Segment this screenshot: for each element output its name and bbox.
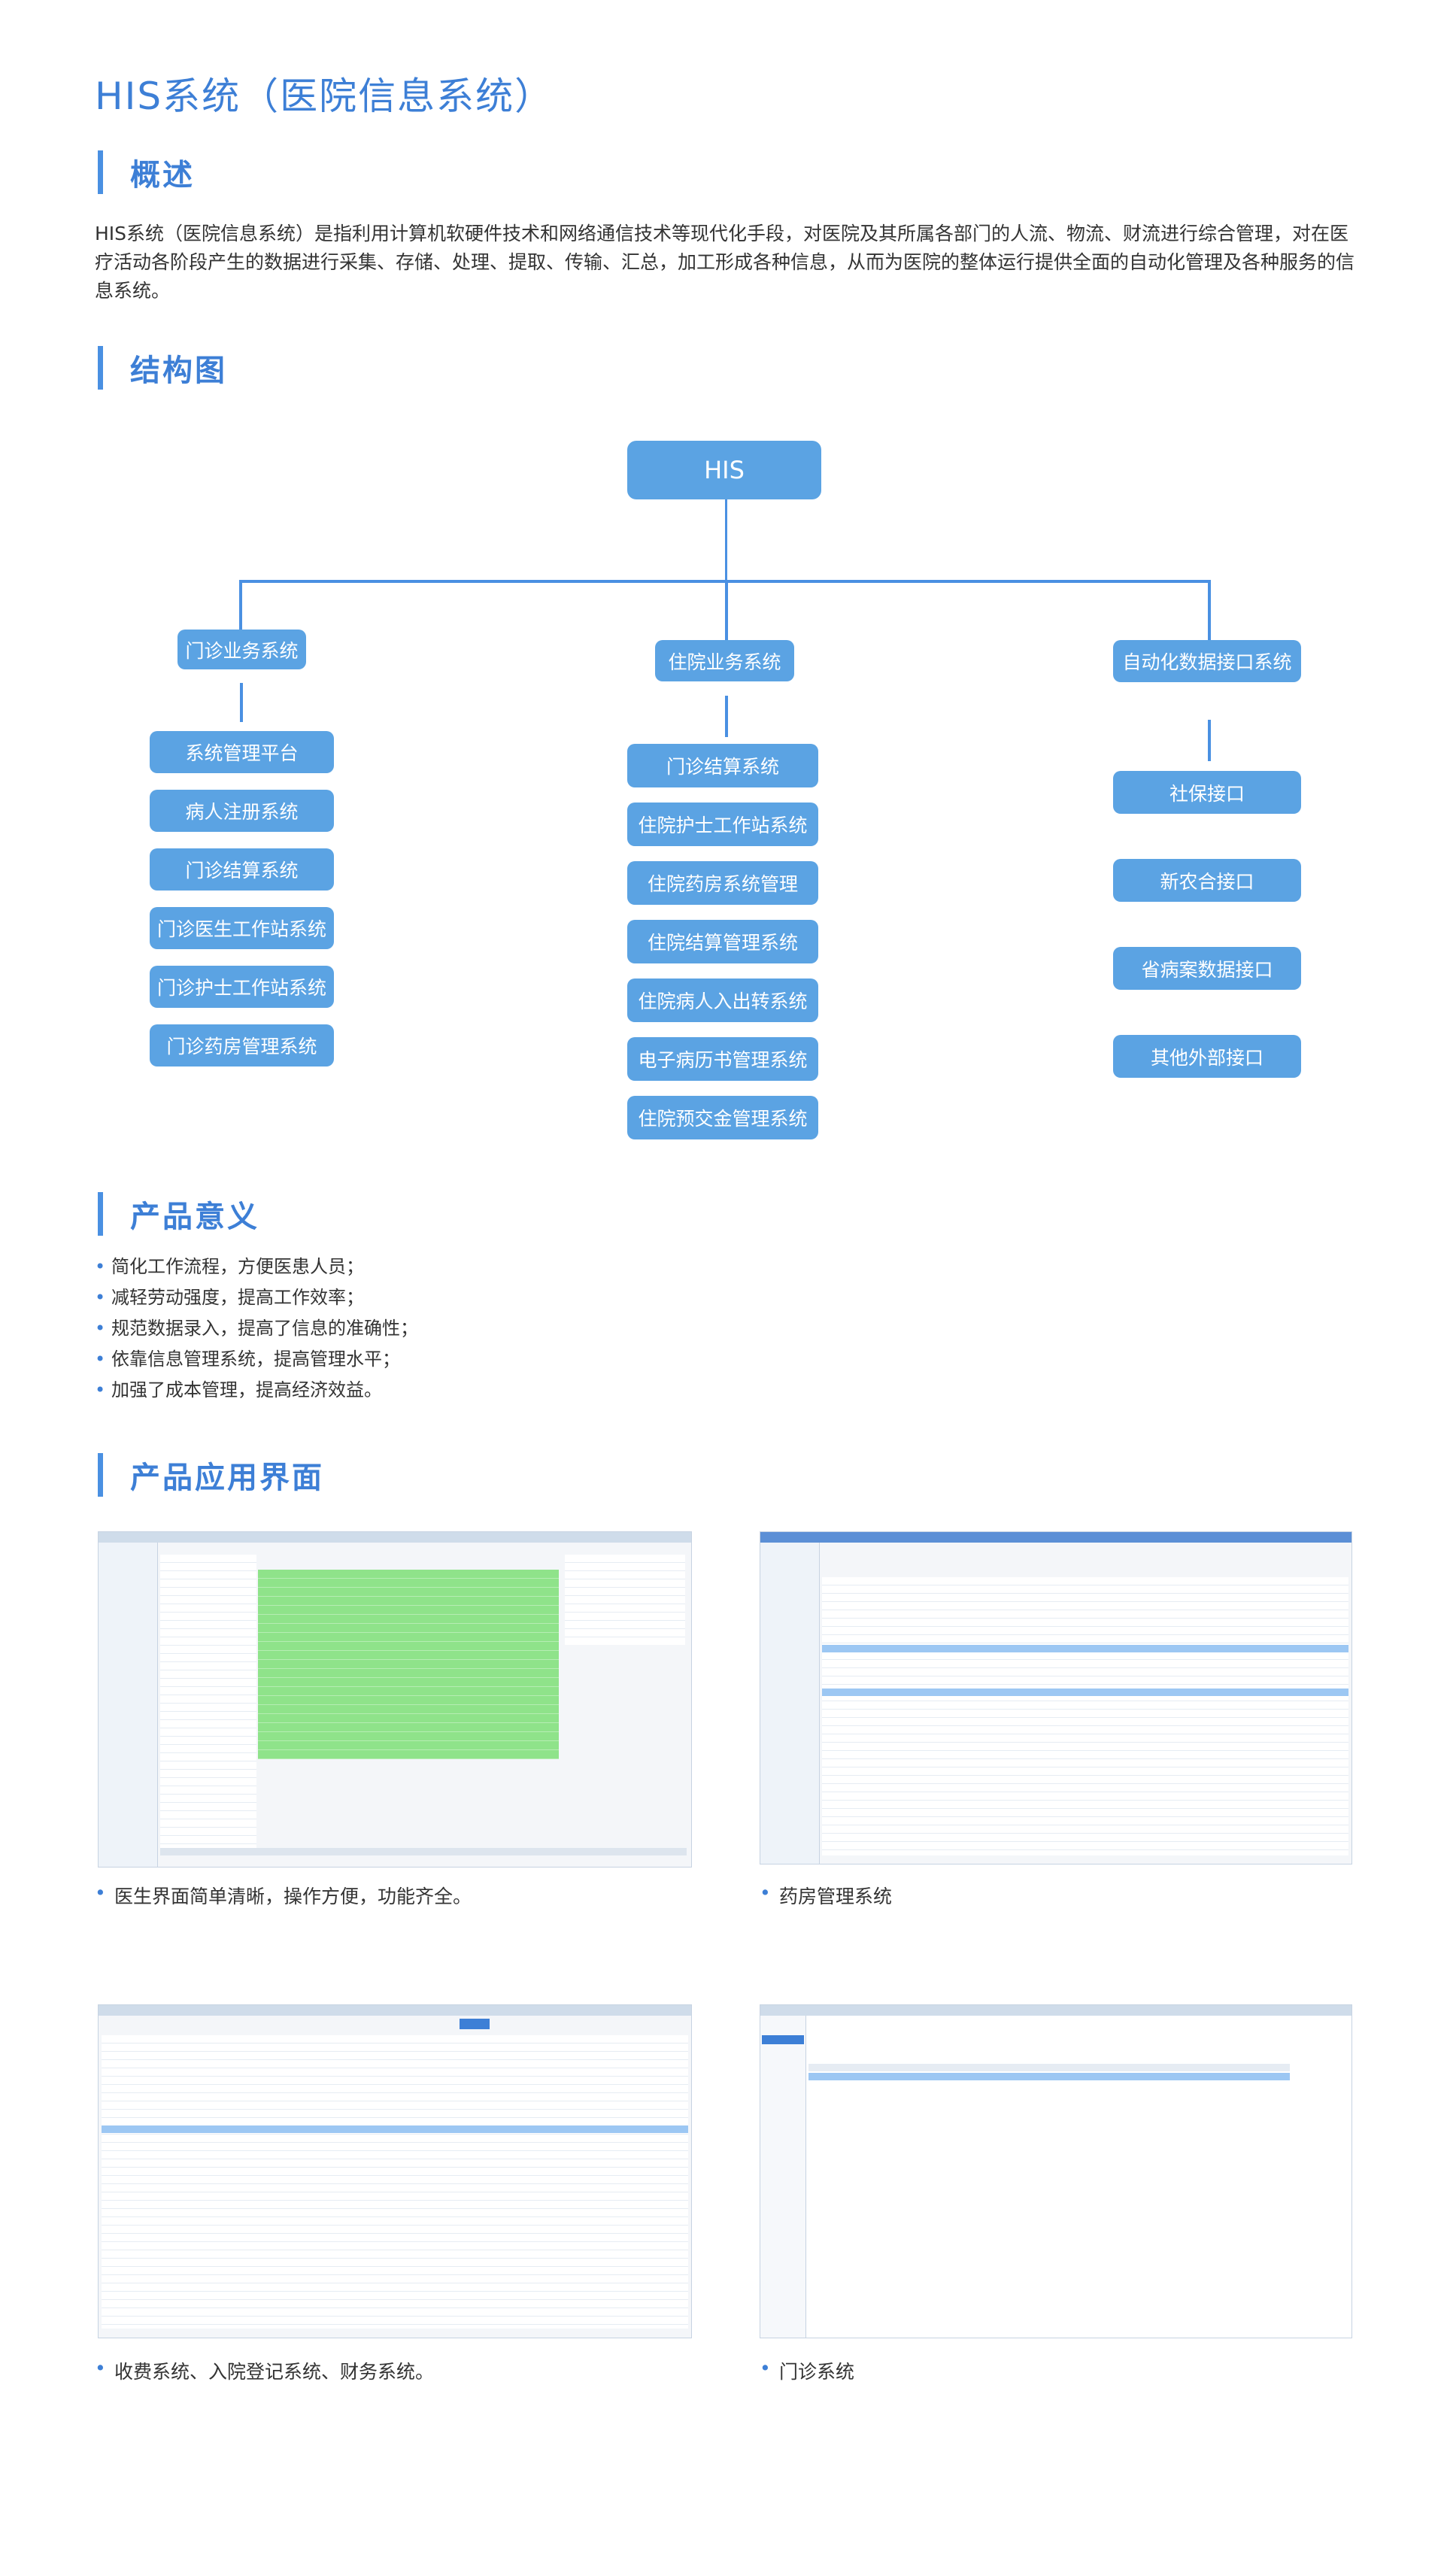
list-item: 减轻劳动强度，提高工作效率； [95,1282,418,1313]
table-header [808,2064,1290,2071]
screenshot-doctor [98,1531,692,1868]
connector-line [725,580,728,643]
node-inpatient-nurse: 住院护士工作站系统 [627,803,818,846]
section-bar [98,346,103,390]
section-bar [98,1453,103,1497]
window-sidebar [760,2016,806,2338]
query-button [460,2019,490,2029]
list-item: 依靠信息管理系统，提高管理水平； [95,1344,418,1375]
section-title: 产品应用界面 [130,1461,324,1495]
node-admission-transfer: 住院病人入出转系统 [627,979,818,1022]
branch-interface: 自动化数据接口系统 [1113,640,1301,682]
section-bar [98,150,103,194]
selected-row [822,1645,1348,1652]
node-outpatient-doctor: 门诊医生工作站系统 [150,907,334,949]
highlighted-grid [258,1570,559,1759]
branch-inpatient: 住院业务系统 [655,640,794,681]
caption-doctor: 医生界面简单清晰，操作方便，功能齐全。 [95,1882,472,1909]
window-sidebar [760,1543,820,1864]
node-rural-coop: 新农合接口 [1113,859,1301,902]
node-system-admin: 系统管理平台 [150,731,334,773]
section-interface: 产品应用界面 [98,1453,324,1497]
section-bar [98,1192,103,1236]
list-item: 简化工作流程，方便医患人员； [95,1252,418,1282]
node-patient-register: 病人注册系统 [150,790,334,832]
caption-billing: 收费系统、入院登记系统、财务系统。 [95,2357,434,2384]
selected-row [102,2125,688,2133]
section-structure: 结构图 [98,346,227,390]
node-outpatient-billing: 门诊结算系统 [150,848,334,891]
list-item: 规范数据录入，提高了信息的准确性； [95,1313,418,1344]
node-outpatient-billing-2: 门诊结算系统 [627,744,818,787]
connector-line [240,683,243,722]
window-toolbar [760,1532,1351,1543]
caption-pharmacy: 药房管理系统 [760,1882,892,1909]
connector-line [1208,580,1211,643]
caption-outpatient: 门诊系统 [760,2357,854,2384]
screenshot-outpatient [760,2004,1352,2338]
side-tab [762,2035,804,2044]
selected-row [822,1689,1348,1696]
window-toolbar [99,2005,691,2016]
diagram-root-node: HIS [627,441,821,499]
connector-line [725,696,728,737]
table-area [822,1577,1348,1855]
screenshot-pharmacy [760,1531,1352,1864]
overview-paragraph: HIS系统（医院信息系统）是指利用计算机软硬件技术和网络通信技术等现代化手段，对… [95,223,1355,302]
selected-row [808,2073,1290,2080]
section-title: 概述 [130,158,195,193]
section-meaning: 产品意义 [98,1192,259,1236]
table-area [160,1555,256,1848]
meaning-list: 简化工作流程，方便医患人员； 减轻劳动强度，提高工作效率； 规范数据录入，提高了… [95,1252,418,1406]
window-toolbar [760,2005,1351,2016]
section-title: 产品意义 [130,1200,259,1234]
section-overview: 概述 [98,150,195,194]
node-inpatient-pharmacy: 住院药房系统管理 [627,861,818,905]
side-panel [565,1555,685,1645]
node-social-security: 社保接口 [1113,771,1301,814]
node-outpatient-nurse: 门诊护士工作站系统 [150,966,334,1008]
window-sidebar [99,1543,158,1867]
connector-line [1208,720,1211,761]
window-toolbar [99,1532,691,1543]
node-other-external: 其他外部接口 [1113,1035,1301,1078]
list-item: 加强了成本管理，提高经济效益。 [95,1375,418,1406]
connector-line [239,580,242,631]
node-emr: 电子病历书管理系统 [627,1037,818,1081]
node-inpatient-billing: 住院结算管理系统 [627,920,818,963]
status-bar [160,1848,687,1855]
section-title: 结构图 [130,353,227,388]
page-title: HIS系统（医院信息系统） [95,74,554,118]
screenshot-billing [98,2004,692,2338]
branch-outpatient: 门诊业务系统 [177,630,306,669]
node-provincial-record: 省病案数据接口 [1113,947,1301,990]
node-deposit: 住院预交金管理系统 [627,1096,818,1139]
node-outpatient-pharmacy: 门诊药房管理系统 [150,1024,334,1067]
connector-line [725,499,727,582]
table-area [102,2035,688,2329]
